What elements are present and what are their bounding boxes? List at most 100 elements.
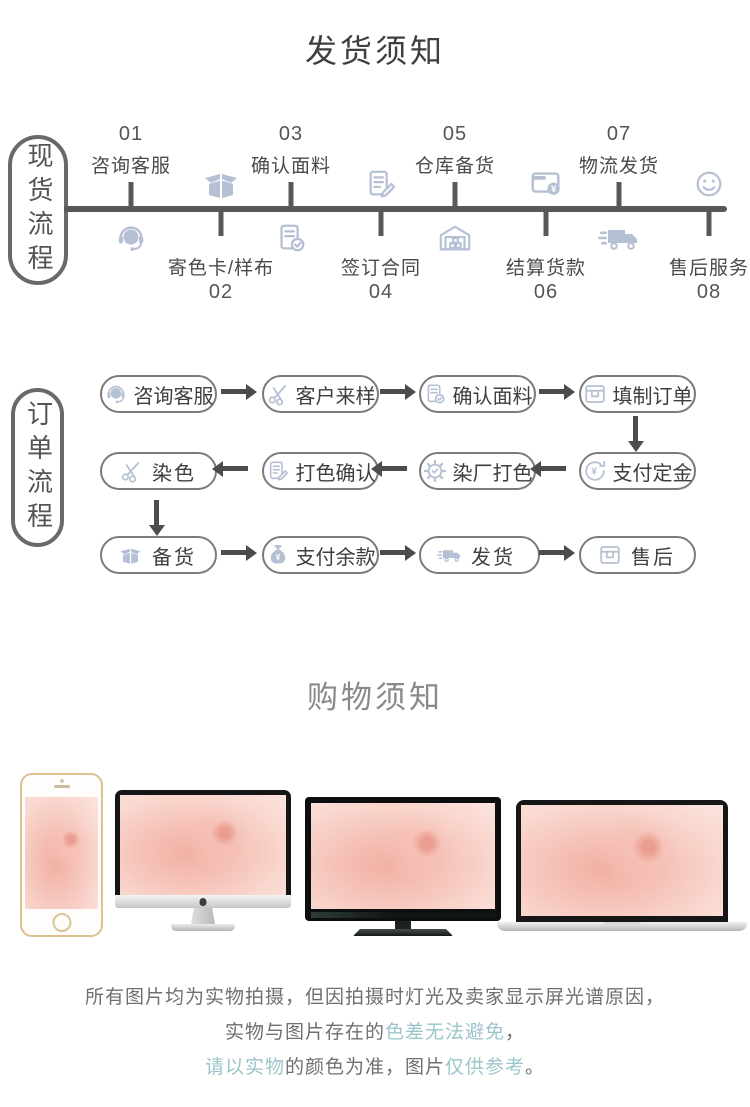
monitor-screen: [115, 790, 291, 895]
warehouse-icon: [433, 220, 477, 256]
tv-bezel-strip: [311, 912, 495, 918]
flow-pill-stock-up: 备货: [100, 536, 217, 574]
stock-process-label-pill: 现货流程: [8, 135, 68, 285]
arrow-right-icon: [380, 544, 416, 561]
desktop-monitor-mockup: [115, 790, 291, 931]
order-form-icon: [597, 543, 622, 568]
flow-pill-fill-order: 填制订单: [579, 375, 696, 413]
scissors-icon: [118, 459, 143, 484]
flow-step-label: 咨询客服: [133, 385, 214, 408]
checklist-icon: [423, 382, 448, 407]
arrow-right-icon: [539, 544, 575, 561]
flow-step-label: 支付余款: [295, 546, 376, 569]
customer-service-icon: [109, 220, 153, 256]
timeline-tick: [218, 212, 224, 236]
step-label: 咨询客服: [90, 156, 171, 177]
timeline-tick: [378, 212, 384, 236]
delivery-truck-icon: [437, 543, 462, 568]
flow-step-label: 染厂打色: [452, 462, 533, 485]
color-difference-notice: 所有图片均为实物拍摄，但因拍摄时灯光及卖家显示屏光谱原因， 实物与图片存在的色差…: [0, 980, 750, 1085]
timeline-step-1: 01 咨询客服: [56, 120, 206, 320]
arrow-right-icon: [380, 383, 416, 400]
arrow-right-icon: [539, 383, 575, 400]
step-label: 售后服务: [668, 258, 749, 279]
tv-mockup: [305, 797, 501, 936]
laptop-mockup: [497, 800, 747, 931]
step-label: 物流发货: [578, 156, 659, 177]
step-label: 确认面料: [250, 156, 331, 177]
timeline-step-2: 寄色卡/样布 02: [146, 120, 296, 320]
notice-line-3: 请以实物的颜色为准，图片仅供参考。: [204, 1057, 546, 1078]
flow-pill-pay-balance: ¥ 支付余款: [262, 536, 379, 574]
timeline-step-4: 签订合同 04: [306, 120, 456, 320]
flow-step-label: 售后: [631, 546, 675, 569]
flow-step-label: 备货: [152, 546, 196, 569]
stock-process-label: 现货流程: [24, 142, 53, 278]
step-number: 02: [208, 281, 234, 303]
flow-pill-after-sale: 售后: [579, 536, 696, 574]
payment-card-icon: ¥: [524, 166, 568, 202]
money-bag-icon: ¥: [266, 543, 291, 568]
monitor-chin: [115, 895, 291, 908]
fabric-image: [120, 795, 286, 895]
timeline-step-3: 03 确认面料: [216, 120, 366, 320]
timeline-step-5: 05 仓库备货: [380, 120, 530, 320]
gear-icon: [423, 459, 448, 484]
open-box-icon: [118, 543, 143, 568]
arrow-right-icon: [221, 544, 257, 561]
order-process-label: 订单流程: [23, 399, 53, 536]
timeline-tick: [288, 182, 294, 206]
fabric-image: [521, 805, 723, 916]
tv-stand: [395, 921, 411, 929]
phone-home-button: [52, 913, 71, 932]
notice-line-1: 所有图片均为实物拍摄，但因拍摄时灯光及卖家显示屏光谱原因，: [84, 987, 665, 1008]
step-number: 01: [118, 123, 144, 145]
flow-pill-customer-sample: 客户来样: [262, 375, 379, 413]
step-label: 仓库备货: [414, 156, 495, 177]
contract-pen-icon: [266, 459, 291, 484]
step-number: 04: [368, 281, 394, 303]
flow-step-label: 支付定金: [612, 462, 693, 485]
arrow-left-icon: [212, 460, 248, 477]
contract-pen-icon: [359, 166, 403, 202]
flow-step-label: 染色: [152, 462, 196, 485]
monitor-stand: [191, 908, 215, 924]
notice-line-2: 实物与图片存在的色差无法避免，: [224, 1022, 526, 1043]
step-number: 03: [278, 123, 304, 145]
delivery-truck-icon: [597, 220, 641, 256]
flow-pill-pay-deposit: ¥ 支付定金: [579, 452, 696, 490]
flow-step-label: 发货: [471, 546, 515, 569]
svg-text:¥: ¥: [591, 467, 597, 478]
shopping-notice-title: 购物须知: [307, 680, 443, 715]
flow-pill-ship: 发货: [419, 536, 540, 574]
flow-step-label: 确认面料: [452, 385, 533, 408]
order-form-icon: [583, 382, 608, 407]
phone-speaker: [53, 785, 70, 788]
step-number: 08: [696, 281, 722, 303]
arrow-left-icon: [530, 460, 566, 477]
checklist-icon: [269, 220, 313, 256]
arrow-left-icon: [371, 460, 407, 477]
apple-logo-icon: [199, 897, 207, 906]
flow-pill-confirm-fabric: 确认面料: [419, 375, 536, 413]
step-number: 05: [442, 123, 468, 145]
laptop-base: [497, 922, 747, 931]
tv-screen: [305, 797, 501, 921]
step-label: 结算货款: [505, 258, 586, 279]
phone-mockup: [20, 773, 103, 937]
shipping-notice-title: 发货须知: [304, 33, 445, 69]
flow-pill-consult: 咨询客服: [100, 375, 217, 413]
timeline-step-6: ¥ 结算货款 06: [471, 120, 621, 320]
device-mockups: [0, 760, 750, 950]
phone-camera-dot: [59, 779, 64, 783]
arrow-right-icon: [221, 383, 257, 400]
timeline-line: [64, 206, 727, 212]
timeline-tick: [543, 212, 549, 236]
svg-text:¥: ¥: [551, 184, 557, 195]
arrow-down-icon: [148, 500, 165, 536]
svg-text:¥: ¥: [276, 553, 281, 562]
flow-pill-factory-dye: 染厂打色: [419, 452, 536, 490]
flow-pill-color-confirm: 打色确认: [262, 452, 379, 490]
stock-process-timeline: 现货流程 01 咨询客服: [0, 120, 750, 325]
